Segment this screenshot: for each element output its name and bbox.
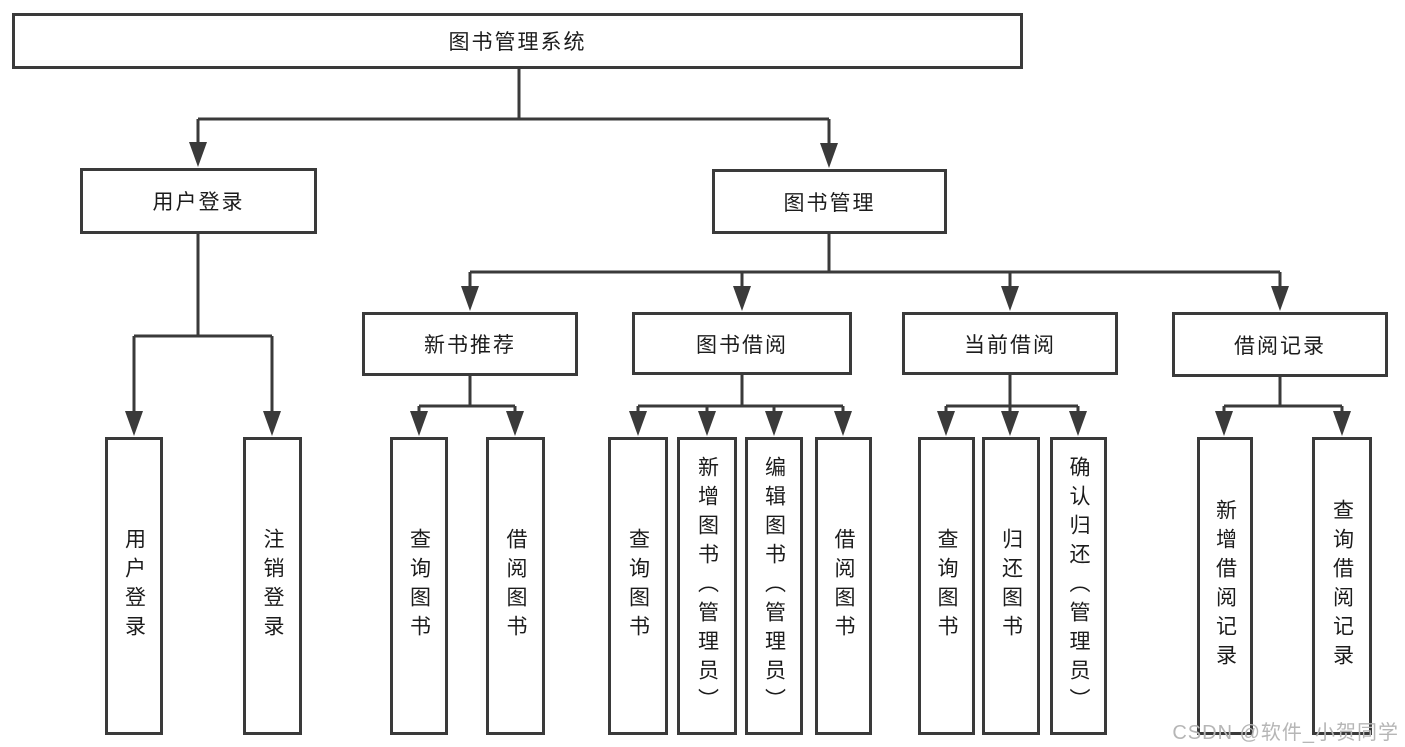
leaf-bb-borrow-books-label: 借阅图书 — [832, 528, 855, 644]
arrow-down-icon — [1001, 411, 1019, 436]
leaf-user-login: 用户登录 — [105, 437, 163, 735]
node-current-borrow-label: 当前借阅 — [964, 333, 1056, 357]
connector-user-login-branch — [132, 234, 274, 430]
arrow-down-icon — [820, 143, 838, 168]
node-borrow-records: 借阅记录 — [1172, 312, 1388, 377]
leaf-cb-return-books-label: 归还图书 — [999, 528, 1023, 644]
arrow-down-icon — [125, 411, 143, 436]
node-current-borrow: 当前借阅 — [902, 312, 1118, 375]
connector-book-borrow-branch — [636, 375, 845, 430]
arrow-down-icon — [698, 411, 716, 436]
leaf-nbr-query-books-label: 查询图书 — [407, 528, 431, 644]
node-new-book-recommend-label: 新书推荐 — [424, 334, 516, 357]
csdn-watermark: CSDN @软件_小贺同学 — [1172, 722, 1399, 744]
leaf-br-query-record: 查询借阅记录 — [1312, 437, 1372, 735]
arrow-down-icon — [834, 411, 852, 436]
leaf-cb-return-books: 归还图书 — [982, 437, 1040, 735]
leaf-bb-query-books: 查询图书 — [608, 437, 668, 735]
node-borrow-records-label: 借阅记录 — [1234, 334, 1326, 358]
connector-book-management-branch — [468, 234, 1282, 305]
arrow-down-icon — [629, 411, 647, 436]
leaf-logout-label: 注销登录 — [261, 528, 284, 644]
leaf-bb-query-books-label: 查询图书 — [626, 528, 650, 644]
connector-root-to-level2 — [196, 69, 831, 160]
arrow-down-icon — [1271, 286, 1289, 311]
leaf-nbr-borrow-books-label: 借阅图书 — [504, 528, 527, 644]
arrow-down-icon — [461, 286, 479, 311]
leaf-bb-edit-book-admin: 编辑图书（管理员） — [745, 437, 803, 735]
leaf-cb-query-books: 查询图书 — [918, 437, 975, 735]
arrow-down-icon — [1215, 411, 1233, 436]
node-root-label: 图书管理系统 — [448, 31, 587, 54]
leaf-cb-query-books-label: 查询图书 — [935, 528, 958, 644]
leaf-bb-add-book-admin-label: 新增图书（管理员） — [695, 455, 719, 717]
leaf-bb-edit-book-admin-label: 编辑图书（管理员） — [762, 455, 786, 717]
leaf-br-add-record-label: 新增借阅记录 — [1213, 499, 1237, 673]
node-root: 图书管理系统 — [12, 13, 1023, 69]
leaf-br-query-record-label: 查询借阅记录 — [1330, 499, 1354, 673]
leaf-logout: 注销登录 — [243, 437, 302, 735]
connector-borrow-record-branch — [1222, 377, 1344, 430]
leaf-nbr-borrow-books: 借阅图书 — [486, 437, 545, 735]
leaf-cb-confirm-return-admin: 确认归还（管理员） — [1050, 437, 1107, 735]
arrow-down-icon — [189, 142, 207, 167]
arrow-down-icon — [410, 411, 428, 436]
leaf-bb-add-book-admin: 新增图书（管理员） — [677, 437, 737, 735]
arrow-down-icon — [1069, 411, 1087, 436]
arrow-down-icon — [1001, 286, 1019, 311]
leaf-bb-borrow-books: 借阅图书 — [815, 437, 872, 735]
arrow-down-icon — [765, 411, 783, 436]
node-book-borrow-label: 图书借阅 — [696, 333, 788, 357]
arrow-down-icon — [506, 411, 524, 436]
node-new-book-recommend: 新书推荐 — [362, 312, 578, 376]
leaf-br-add-record: 新增借阅记录 — [1197, 437, 1253, 735]
leaf-nbr-query-books: 查询图书 — [390, 437, 448, 735]
arrow-down-icon — [1333, 411, 1351, 436]
node-book-borrow: 图书借阅 — [632, 312, 852, 375]
node-user-login-label: 用户登录 — [152, 191, 245, 214]
node-book-management: 图书管理 — [712, 169, 947, 234]
arrow-down-icon — [733, 286, 751, 311]
arrow-down-icon — [937, 411, 955, 436]
node-book-management-label: 图书管理 — [783, 191, 876, 215]
node-user-login: 用户登录 — [80, 168, 317, 234]
leaf-cb-confirm-return-admin-label: 确认归还（管理员） — [1067, 455, 1090, 717]
arrow-down-icon — [263, 411, 281, 436]
leaf-user-login-label: 用户登录 — [122, 528, 146, 644]
connector-new-book-branch — [417, 376, 517, 430]
